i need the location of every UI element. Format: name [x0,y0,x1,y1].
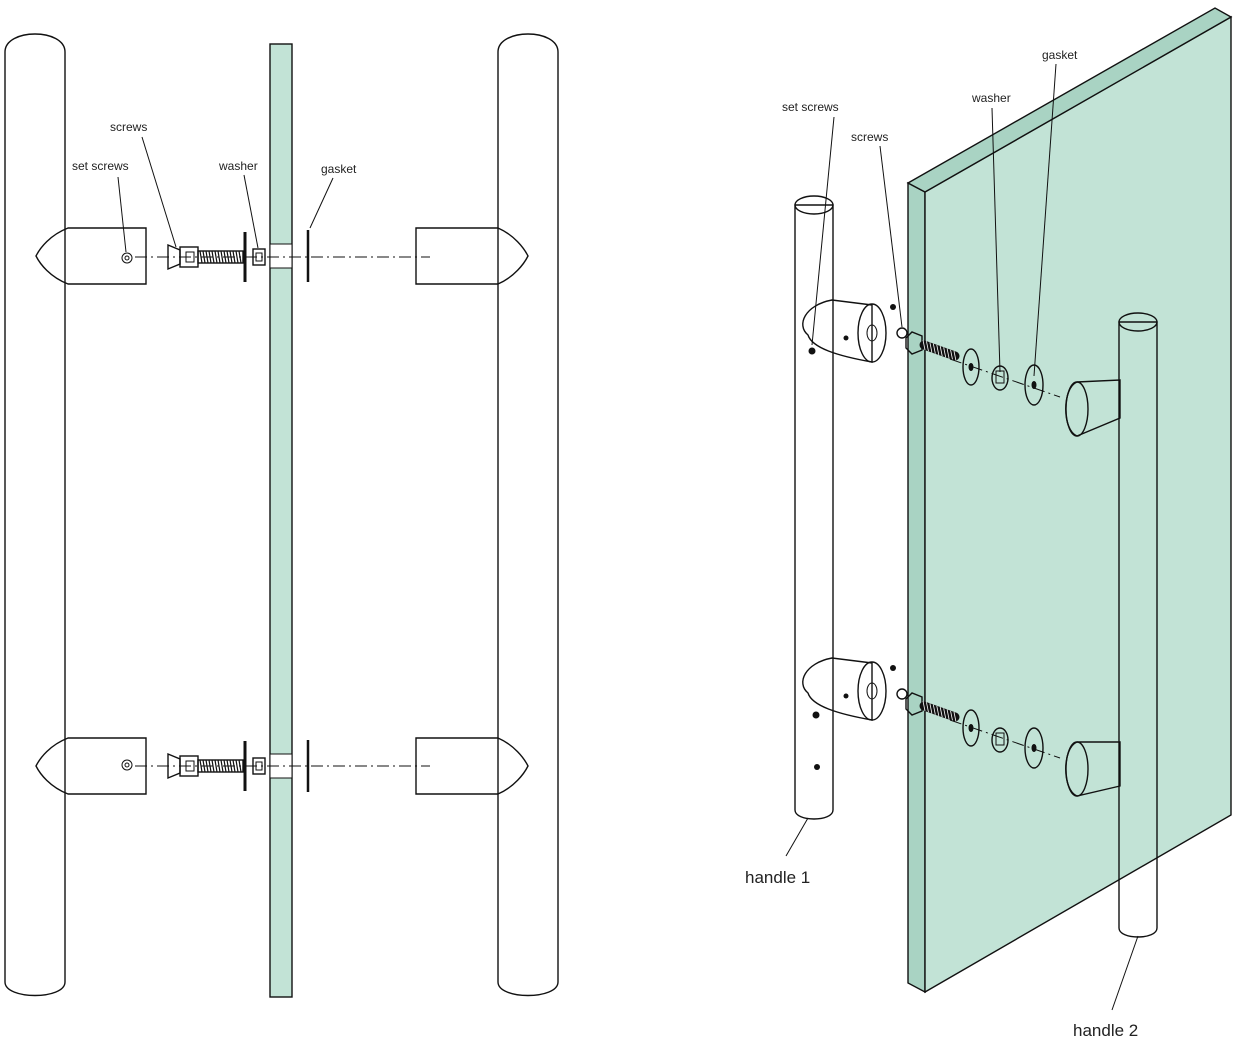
handle-2-bar-top [1118,312,1158,332]
iso-fastener-bottom [890,665,1044,769]
handle-2-bar [1118,321,1158,938]
screw-assembly-bottom [167,740,310,792]
glass-panel-top [906,7,1233,193]
iso-label-gasket: gasket [1042,48,1078,62]
front-view: screws set screws washer gasket [4,33,559,998]
right-bottom-standoff [415,737,529,795]
label-handle-1: handle 1 [745,868,810,887]
handle-1-standoff-top [802,299,873,363]
left-bottom-standoff [35,737,147,795]
glass-pane-edge [269,43,293,998]
screw-assembly-top [167,230,310,282]
front-label-washer: washer [218,159,258,173]
front-label-gasket: gasket [321,162,357,176]
handle-1-standoff-bottom [802,657,873,721]
set-screw-hole-bottom [121,759,133,771]
handle-1-bar-top [794,195,834,215]
left-top-standoff [35,227,147,285]
front-label-screws: screws [110,120,147,134]
iso-label-set-screws: set screws [782,100,839,114]
right-top-standoff [415,227,529,285]
front-label-set-screws: set screws [72,159,129,173]
label-handle-2: handle 2 [1073,1021,1138,1040]
iso-label-washer: washer [971,91,1011,105]
glass-hole-top [269,243,293,269]
set-screw-hole-top [121,252,133,264]
iso-label-screws: screws [851,130,888,144]
handle-1-bar [794,204,834,820]
left-handle-bar [4,33,66,997]
right-handle-bar [497,33,559,997]
glass-panel-side [907,181,926,994]
isometric-view: set screws screws washer gasket handle 1… [745,7,1233,1040]
